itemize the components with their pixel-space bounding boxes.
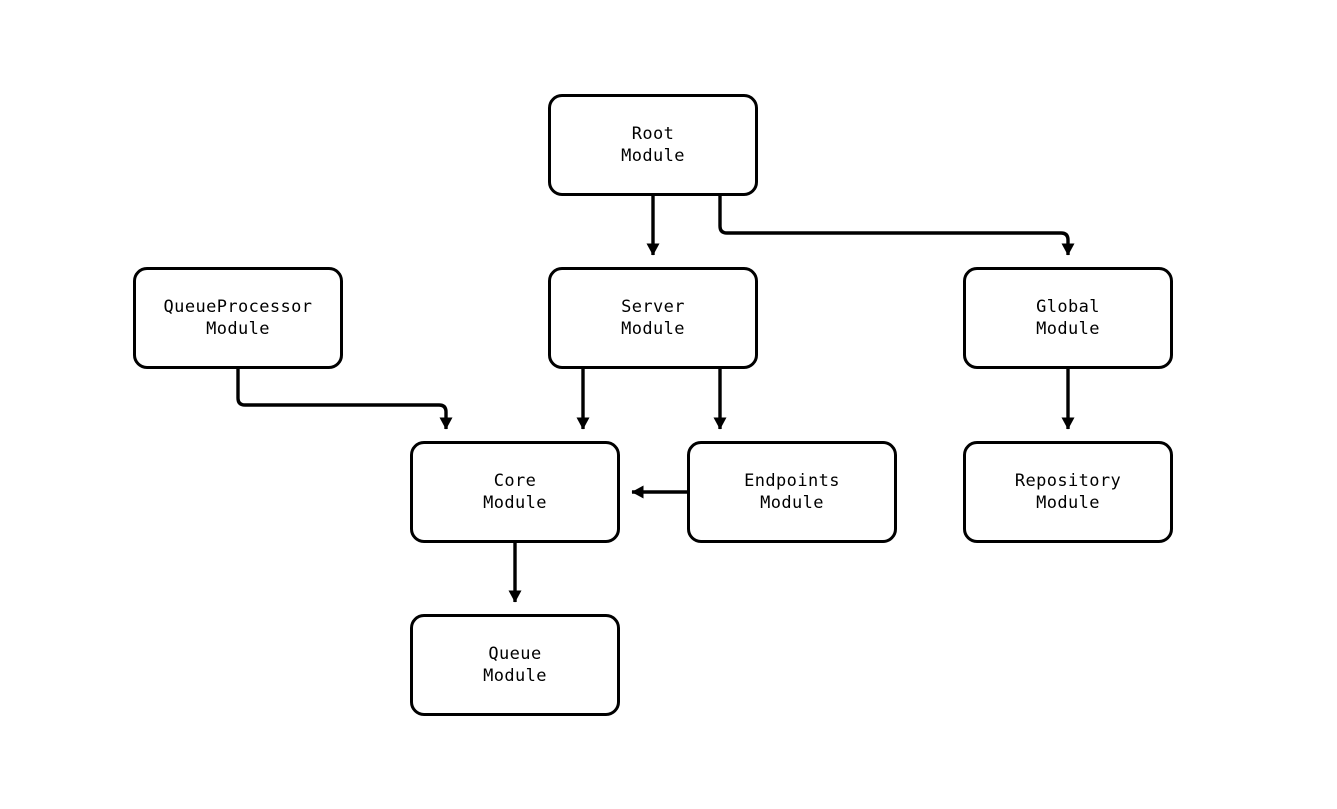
node-repository-module[interactable]: Repository Module xyxy=(963,441,1173,543)
node-core-module[interactable]: Core Module xyxy=(410,441,620,543)
node-root-module-label: Root Module xyxy=(621,124,685,166)
node-endpoints-module-label: Endpoints Module xyxy=(744,471,840,513)
node-queueprocessor-module[interactable]: QueueProcessor Module xyxy=(133,267,343,369)
node-global-module[interactable]: Global Module xyxy=(963,267,1173,369)
node-queue-module-label: Queue Module xyxy=(483,644,547,686)
node-core-module-label: Core Module xyxy=(483,471,547,513)
node-server-module[interactable]: Server Module xyxy=(548,267,758,369)
node-root-module[interactable]: Root Module xyxy=(548,94,758,196)
edge-queueprocessor-to-core xyxy=(236,369,453,430)
node-repository-module-label: Repository Module xyxy=(1014,471,1122,513)
node-server-module-label: Server Module xyxy=(621,297,685,339)
node-queueprocessor-module-label: QueueProcessor Module xyxy=(163,297,313,339)
node-queue-module[interactable]: Queue Module xyxy=(410,614,620,716)
edge-root-to-global xyxy=(718,196,1075,256)
node-global-module-label: Global Module xyxy=(1036,297,1100,339)
node-endpoints-module[interactable]: Endpoints Module xyxy=(687,441,897,543)
